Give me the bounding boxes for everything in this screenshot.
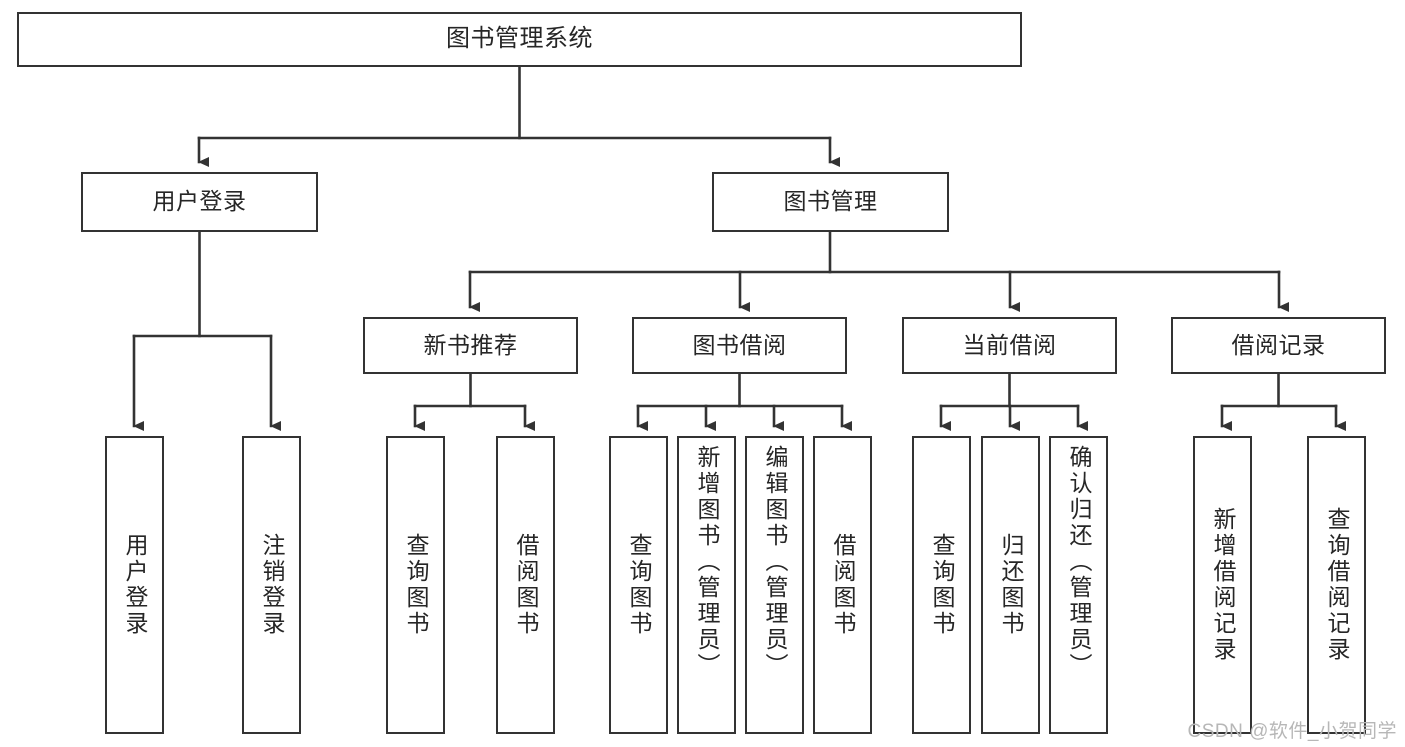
- node-label: 借阅图书: [830, 533, 856, 637]
- node-label: 借阅图书: [513, 533, 539, 637]
- node-leaf-borrow-book-recommend[interactable]: 借阅图书: [496, 436, 555, 734]
- node-leaf-borrow-book[interactable]: 借阅图书: [813, 436, 872, 734]
- node-leaf-user-logout[interactable]: 注销登录: [242, 436, 301, 734]
- node-book-borrow[interactable]: 图书借阅: [632, 317, 847, 374]
- node-new-book-recommend[interactable]: 新书推荐: [363, 317, 578, 374]
- node-label: 图书管理系统: [446, 25, 593, 53]
- node-leaf-query-book-current[interactable]: 查询图书: [912, 436, 971, 734]
- node-user-login[interactable]: 用户登录: [81, 172, 318, 232]
- node-label: 图书借阅: [692, 331, 787, 358]
- node-label: 借阅记录: [1231, 331, 1326, 358]
- node-current-borrow[interactable]: 当前借阅: [902, 317, 1117, 374]
- node-root-system[interactable]: 图书管理系统: [17, 12, 1022, 67]
- node-label: 查询图书: [929, 533, 955, 637]
- node-leaf-user-login[interactable]: 用户登录: [105, 436, 164, 734]
- node-label: 新书推荐: [423, 331, 518, 358]
- node-label: 查询图书: [403, 533, 429, 637]
- node-book-management[interactable]: 图书管理: [712, 172, 949, 232]
- node-label: 确认归还（管理员）: [1066, 445, 1092, 679]
- node-leaf-query-book-borrow[interactable]: 查询图书: [609, 436, 668, 734]
- node-label: 图书管理: [783, 188, 878, 215]
- node-leaf-confirm-return[interactable]: 确认归还（管理员）: [1049, 436, 1108, 734]
- watermark-text: CSDN @软件_小贺同学: [1187, 721, 1397, 742]
- node-label: 查询图书: [626, 533, 652, 637]
- node-leaf-query-borrow-record[interactable]: 查询借阅记录: [1307, 436, 1366, 734]
- node-label: 新增图书（管理员）: [694, 445, 720, 679]
- node-label: 用户登录: [152, 188, 247, 215]
- node-label: 编辑图书（管理员）: [762, 445, 788, 679]
- node-leaf-return-book[interactable]: 归还图书: [981, 436, 1040, 734]
- node-leaf-add-book[interactable]: 新增图书（管理员）: [677, 436, 736, 734]
- node-borrow-record[interactable]: 借阅记录: [1171, 317, 1386, 374]
- node-leaf-edit-book[interactable]: 编辑图书（管理员）: [745, 436, 804, 734]
- node-label: 当前借阅: [962, 331, 1057, 358]
- node-leaf-query-book-recommend[interactable]: 查询图书: [386, 436, 445, 734]
- node-label: 新增借阅记录: [1210, 507, 1236, 663]
- node-leaf-add-borrow-record[interactable]: 新增借阅记录: [1193, 436, 1252, 734]
- node-label: 归还图书: [998, 533, 1024, 637]
- node-label: 注销登录: [259, 533, 285, 637]
- node-label: 用户登录: [122, 533, 148, 637]
- node-label: 查询借阅记录: [1324, 507, 1350, 663]
